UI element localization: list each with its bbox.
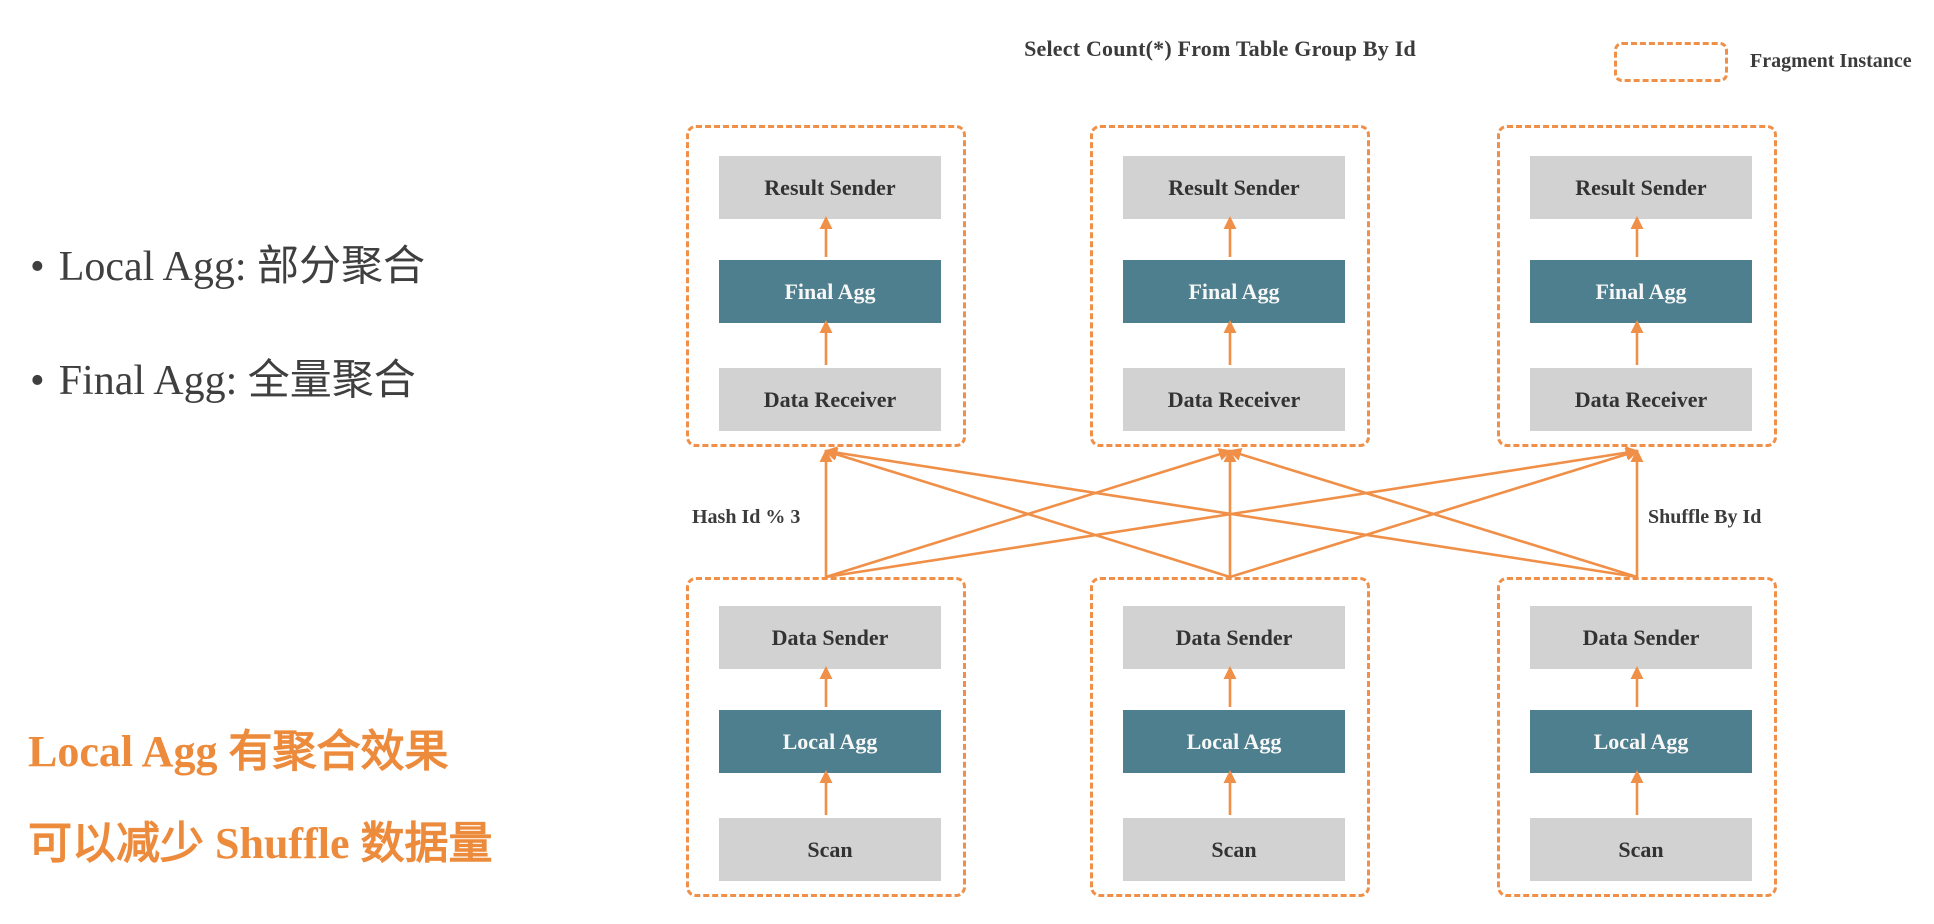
operator-data-receiver: Data Receiver: [1123, 368, 1345, 431]
edge-label-shuffle: Shuffle By Id: [1648, 506, 1762, 528]
shuffle-arrow-1-0: [824, 448, 1231, 579]
shuffle-arrow-2-1: [1228, 448, 1638, 579]
operator-final-agg: Final Agg: [1530, 260, 1752, 323]
note-bullet-local-agg: • Local Agg: 部分聚合: [30, 232, 425, 293]
note-bullet-final-agg: • Final Agg: 全量聚合: [30, 346, 416, 407]
operator-data-receiver: Data Receiver: [1530, 368, 1752, 431]
operator-data-sender: Data Sender: [1530, 606, 1752, 669]
operator-final-agg: Final Agg: [1123, 260, 1345, 323]
fragment-instance-swatch: [1614, 42, 1728, 82]
bullet-text: Final Agg: 全量聚合: [58, 358, 416, 404]
legend-label: Fragment Instance: [1750, 50, 1912, 72]
shuffle-arrow-0-1: [825, 448, 1232, 579]
operator-local-agg: Local Agg: [719, 710, 941, 773]
operator-data-sender: Data Sender: [719, 606, 941, 669]
highlight-line: 可以减少 Shuffle 数据量: [28, 819, 493, 868]
bullet-text: Local Agg: 部分聚合: [58, 244, 426, 290]
operator-result-sender: Result Sender: [1123, 156, 1345, 219]
operator-scan: Scan: [1123, 818, 1345, 881]
operator-result-sender: Result Sender: [1530, 156, 1752, 219]
operator-scan: Scan: [1530, 818, 1752, 881]
legend: Fragment Instance: [1614, 42, 1934, 84]
shuffle-arrow-1-2: [1229, 448, 1639, 579]
shuffle-arrow-2-0: [824, 446, 1638, 579]
operator-data-receiver: Data Receiver: [719, 368, 941, 431]
operator-local-agg: Local Agg: [1530, 710, 1752, 773]
operator-result-sender: Result Sender: [719, 156, 941, 219]
bullet-marker: •: [30, 358, 45, 404]
operator-local-agg: Local Agg: [1123, 710, 1345, 773]
highlight-line: Local Agg 有聚合效果: [28, 727, 449, 776]
query-title: Select Count(*) From Table Group By Id: [1024, 36, 1416, 61]
operator-data-sender: Data Sender: [1123, 606, 1345, 669]
bullet-marker: •: [30, 244, 45, 290]
shuffle-arrow-0-2: [825, 446, 1639, 579]
operator-final-agg: Final Agg: [719, 260, 941, 323]
highlight-note: Local Agg 有聚合效果 可以减少 Shuffle 数据量: [28, 706, 492, 890]
edge-label-hash: Hash Id % 3: [692, 506, 801, 528]
operator-scan: Scan: [719, 818, 941, 881]
